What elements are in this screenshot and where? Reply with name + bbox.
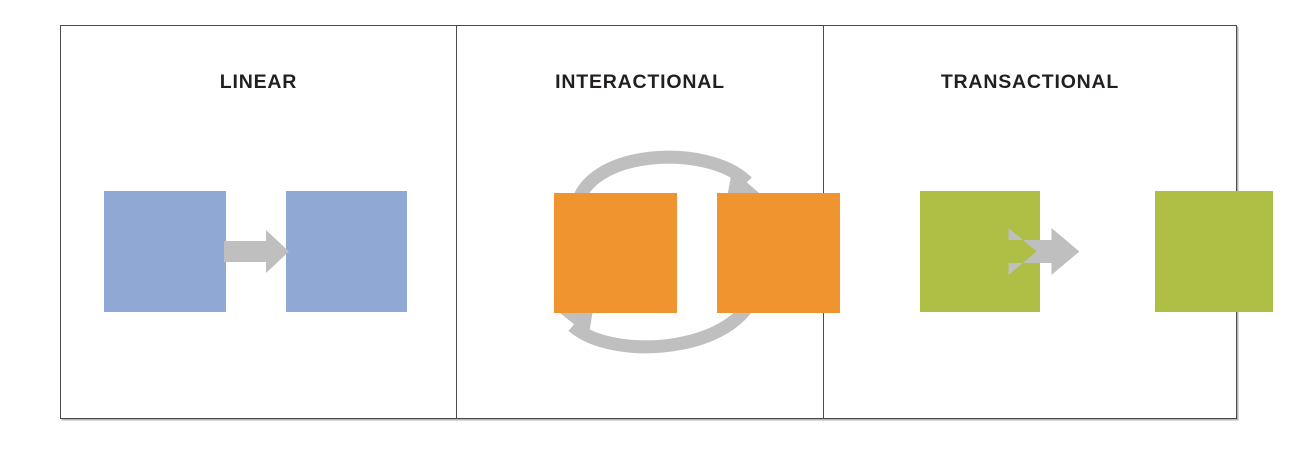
- panel-transactional: TRANSACTIONAL: [823, 26, 1273, 418]
- linear-node-left: [104, 191, 226, 312]
- panel-title-interactional: INTERACTIONAL: [555, 71, 725, 93]
- panel-stage-transactional: [824, 136, 1273, 386]
- arrow-right-icon: [224, 230, 289, 273]
- interactional-node-right: [717, 193, 840, 313]
- diagram-frame: LINEAR INTERACTIONAL: [60, 25, 1273, 419]
- linear-node-right: [286, 191, 407, 312]
- panel-stage-linear: [61, 136, 456, 386]
- panel-interactional: INTERACTIONAL: [456, 26, 840, 418]
- transactional-node-left: [920, 191, 1040, 312]
- interactional-node-left: [554, 193, 677, 313]
- panel-title-transactional: TRANSACTIONAL: [940, 71, 1120, 93]
- transactional-node-right: [1155, 191, 1273, 312]
- panel-linear: LINEAR: [61, 26, 456, 418]
- panel-stage-interactional: [457, 136, 840, 386]
- panel-title-linear: LINEAR: [219, 71, 298, 93]
